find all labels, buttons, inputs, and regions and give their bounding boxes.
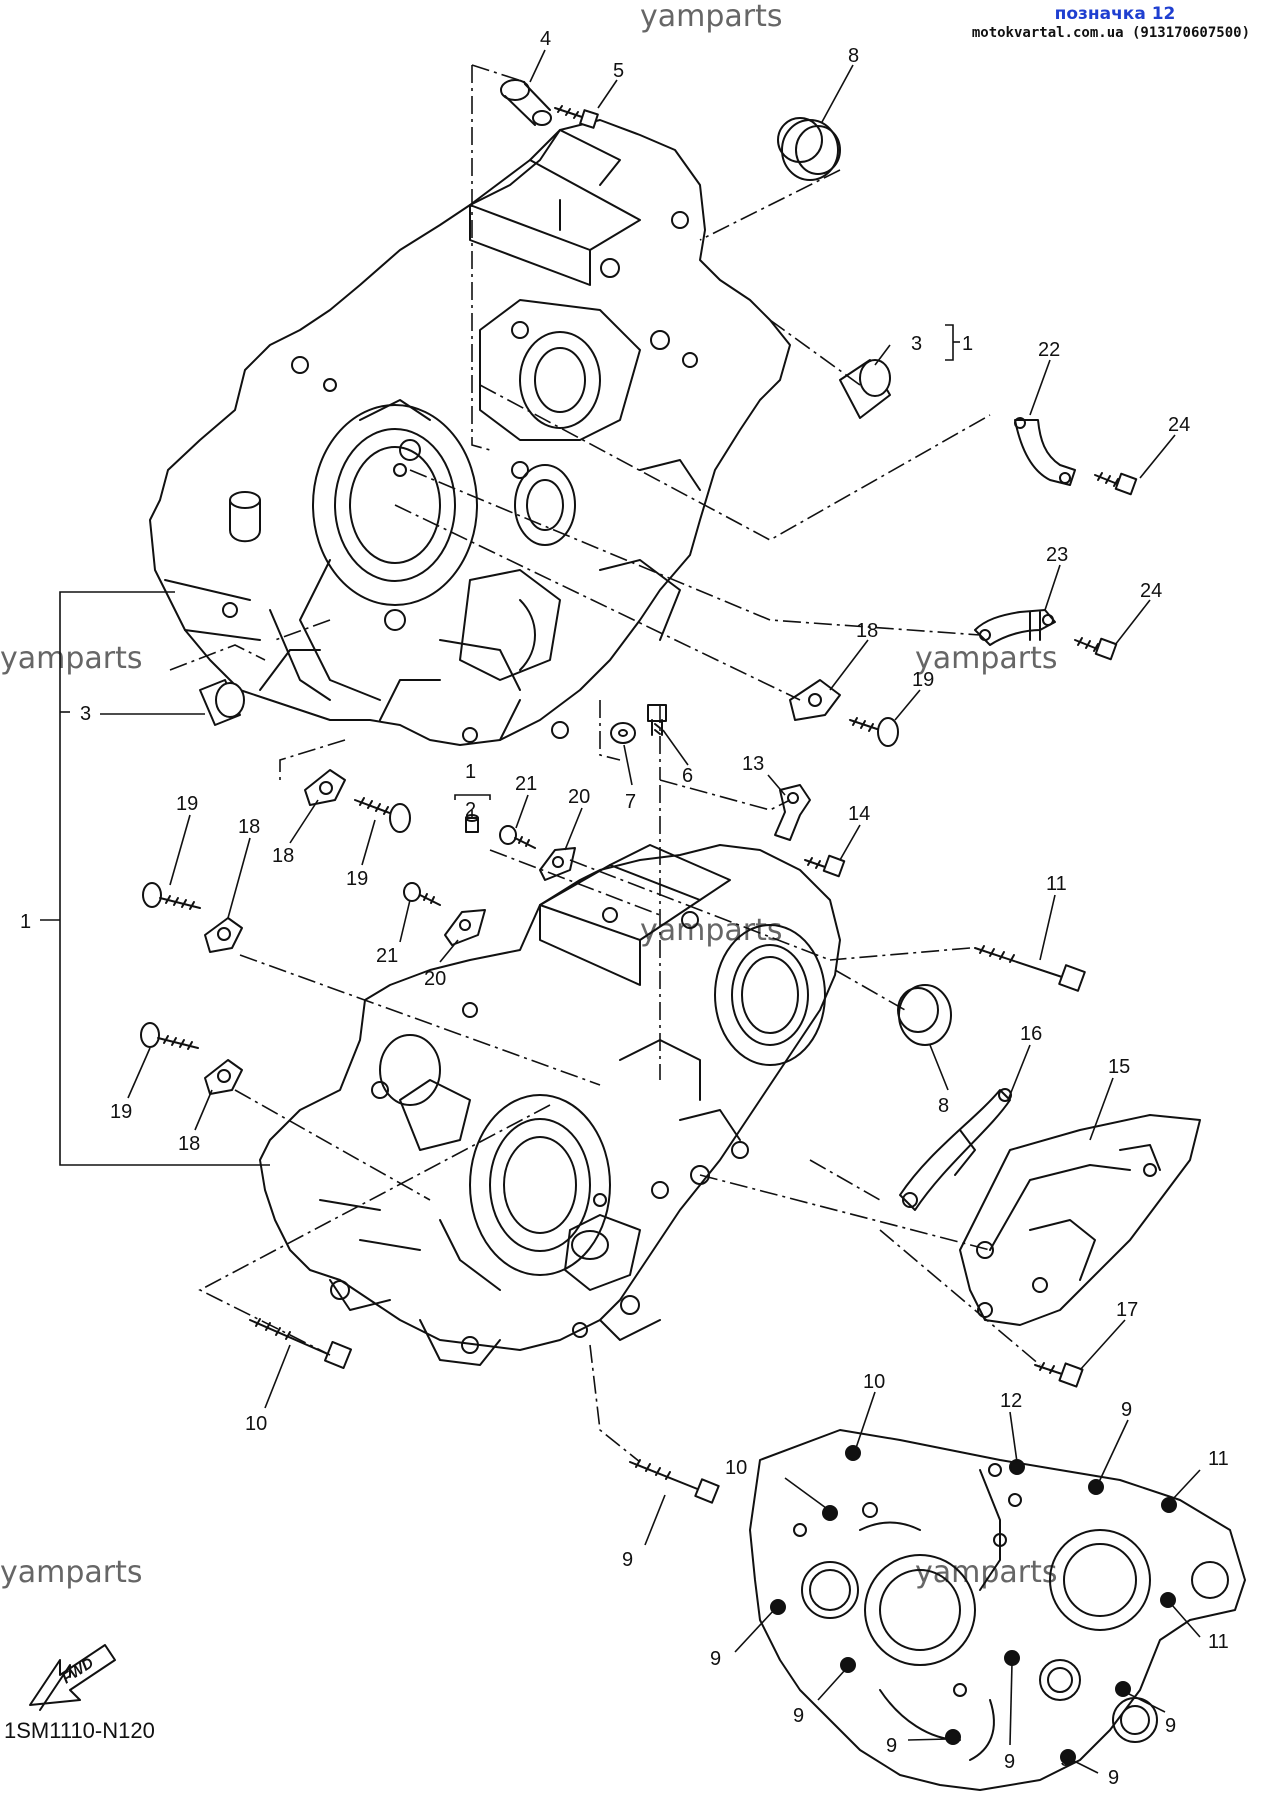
callout-3: 3 <box>911 333 922 355</box>
watermark-bottom-right: yamparts <box>915 1555 1058 1590</box>
crankcase-left-half <box>149 119 791 746</box>
callout-1: 1 <box>465 761 476 783</box>
callout-4: 4 <box>540 28 551 50</box>
callout-11: 11 <box>1208 1448 1229 1470</box>
callout-21: 21 <box>515 773 537 795</box>
callout-15: 15 <box>1108 1056 1130 1078</box>
watermark-left: yamparts <box>0 641 143 676</box>
part-18-plate-upper <box>789 679 841 721</box>
part-6-bolt <box>647 704 667 736</box>
callout-9: 9 <box>1060 1749 1071 1771</box>
shop-contact: motokvartal.com.ua (913170607500) <box>971 25 1250 41</box>
part-19-screw-left-b <box>140 1022 199 1050</box>
callout-14: 14 <box>848 803 870 825</box>
callout-11: 11 <box>1046 873 1067 895</box>
callout-9: 9 <box>1121 1399 1132 1421</box>
crankcase-right-half <box>259 844 841 1366</box>
callout-19: 19 <box>110 1101 132 1123</box>
part-8-oil-seal-lower <box>897 984 952 1046</box>
callout-18: 18 <box>856 620 878 642</box>
callout-1: 1 <box>962 333 973 355</box>
callout-10: 10 <box>725 1457 747 1479</box>
part-3-dowel-left <box>199 679 245 726</box>
callout-21: 21 <box>376 945 398 967</box>
part-18-plate-left-b <box>204 1059 243 1095</box>
part-17-bolt <box>1034 1362 1084 1388</box>
part-21-screw-upper <box>499 825 536 849</box>
callout-8: 8 <box>938 1095 949 1117</box>
leader-lines <box>40 49 1201 1774</box>
callout-23: 23 <box>1046 544 1068 566</box>
callout-5: 5 <box>613 60 624 82</box>
callout-22: 22 <box>1038 339 1060 361</box>
callout-13: 13 <box>742 753 764 775</box>
part-19-screw-center <box>354 797 411 833</box>
watermark-center: yamparts <box>640 913 783 948</box>
callout-numbers: 4 5 8 3 1 22 24 23 24 18 19 3 6 7 13 14 … <box>20 28 1229 1789</box>
part-7-washer <box>610 722 636 744</box>
callout-17: 17 <box>1116 1299 1138 1321</box>
catalog-tag: позначка 12 <box>1054 4 1176 24</box>
callout-10: 10 <box>863 1371 885 1393</box>
callout-18: 18 <box>178 1133 200 1155</box>
callout-9: 9 <box>1108 1767 1119 1789</box>
part-5-bolt <box>554 105 599 129</box>
part-20-plate-lower <box>444 909 486 946</box>
callout-19: 19 <box>346 868 368 890</box>
callout-18: 18 <box>272 845 294 867</box>
callout-11: 11 <box>1208 1631 1229 1653</box>
callout-12: 12 <box>1000 1390 1022 1412</box>
callout-24: 24 <box>1140 580 1162 602</box>
watermark-top: yamparts <box>640 0 783 34</box>
callout-19: 19 <box>176 793 198 815</box>
part-14-bolt <box>804 854 846 878</box>
callout-20: 20 <box>424 968 446 990</box>
part-19-screw-upper-right <box>849 717 899 747</box>
callout-16: 16 <box>1020 1023 1042 1045</box>
callout-9: 9 <box>710 1648 721 1670</box>
watermark-bottom-left: yamparts <box>0 1555 143 1590</box>
part-15-sprocket-cover <box>959 1114 1201 1326</box>
callout-6: 6 <box>682 765 693 787</box>
callout-1: 1 <box>20 911 31 933</box>
part-18-plate-left-a <box>204 917 243 953</box>
callout-9: 9 <box>1004 1751 1015 1773</box>
callout-8: 8 <box>848 45 859 67</box>
part-16-guide <box>899 1088 1012 1211</box>
part-8-oil-seal-upper <box>777 117 841 181</box>
bolt-location-view <box>749 1429 1246 1791</box>
part-10-bolt <box>249 1318 353 1370</box>
part-4-collar <box>500 79 552 126</box>
part-11-long-bolt <box>974 945 1086 992</box>
part-21-screw-lower <box>403 882 441 906</box>
callout-10: 10 <box>245 1413 267 1435</box>
watermark-right: yamparts <box>915 641 1058 676</box>
part-19-screw-left-a <box>142 882 201 910</box>
part-9-bolt <box>629 1459 720 1504</box>
callout-9: 9 <box>622 1549 633 1571</box>
callout-2: 2 <box>465 799 476 821</box>
callout-19: 19 <box>912 669 934 691</box>
part-24-bolt-upper <box>1094 472 1138 496</box>
callout-18: 18 <box>238 816 260 838</box>
part-3-dowel-upper <box>839 359 891 419</box>
callout-3: 3 <box>80 703 91 725</box>
part-13-clip <box>774 784 811 841</box>
callout-24: 24 <box>1168 414 1190 436</box>
callout-20: 20 <box>568 786 590 808</box>
part-23-clamp <box>974 609 1056 646</box>
callout-9: 9 <box>1165 1715 1176 1737</box>
callout-9: 9 <box>793 1705 804 1727</box>
diagram-code: 1SM1110-N120 <box>4 1718 155 1743</box>
fwd-arrow-icon: FWD <box>29 1644 116 1711</box>
callout-7: 7 <box>625 791 636 813</box>
part-24-bolt-lower <box>1074 637 1118 661</box>
part-22-clamp <box>1014 417 1076 486</box>
callout-9: 9 <box>886 1735 897 1757</box>
part-18-plate-center <box>304 769 346 806</box>
center-lines <box>169 64 1041 1463</box>
